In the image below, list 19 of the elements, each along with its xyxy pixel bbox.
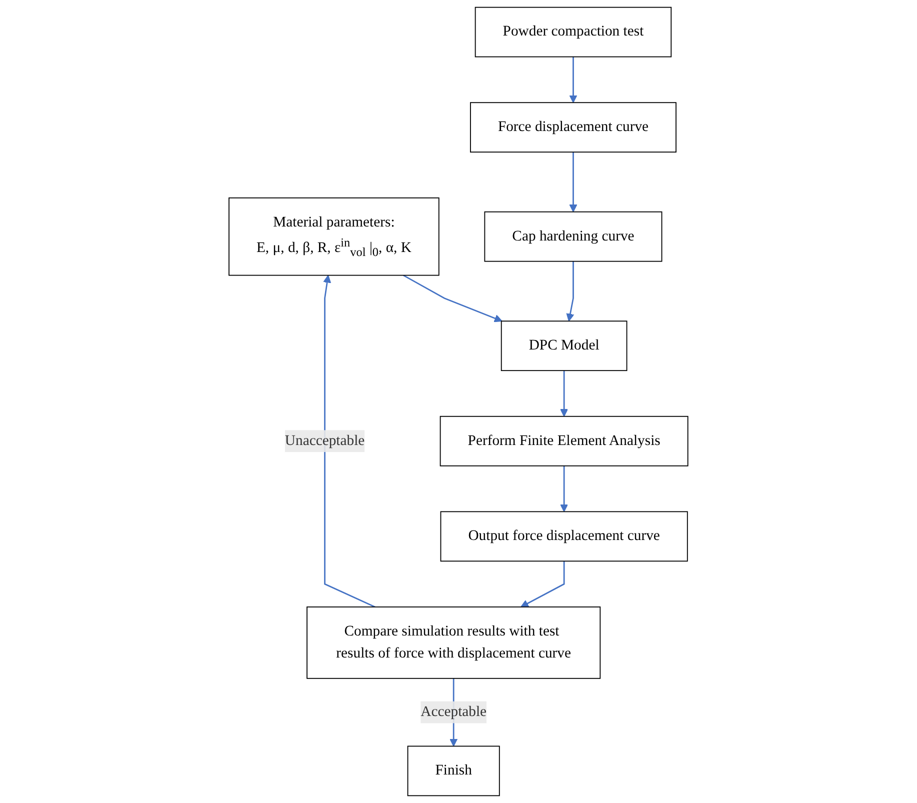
arrow: [566, 261, 574, 322]
arrow: [403, 274, 502, 322]
node-box: Finish: [407, 746, 500, 796]
node-box: Perform Finite Element Analysis: [440, 416, 688, 466]
edge-label: Acceptable: [420, 704, 487, 720]
node-box: Cap hardening curve: [484, 211, 662, 262]
arrow: [569, 56, 578, 103]
arrow: [323, 274, 376, 608]
node-box: Output force displacement curve: [440, 511, 688, 562]
node-box: DPC Model: [500, 320, 628, 372]
node-box: Force displacement curve: [470, 102, 677, 153]
node-box: Powder compaction test: [474, 6, 672, 58]
arrow: [560, 466, 568, 512]
arrow: [560, 370, 568, 417]
node-box: Compare simulation results with test results of force with displacement curve: [306, 606, 601, 679]
arrow: [520, 561, 565, 608]
arrow: [569, 152, 578, 212]
node-box: Material parameters: E, μ, d, β, R, ε$^{in}$$_{vol}$ |$_{0}$, α, K: [228, 197, 440, 276]
edge-label: Unacceptable: [284, 432, 365, 448]
